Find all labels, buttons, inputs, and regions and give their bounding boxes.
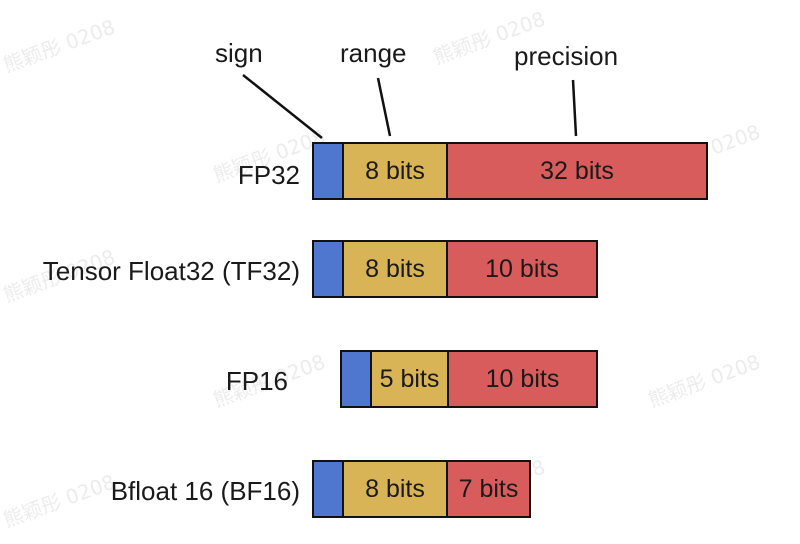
range-segment: 8 bits	[342, 144, 446, 198]
range-segment: 8 bits	[342, 242, 446, 296]
sign-header: sign	[215, 38, 263, 68]
precision-segment: 7 bits	[446, 462, 529, 516]
range-segment: 5 bits	[370, 352, 447, 406]
bit-layout-bar-fp16: 5 bits 10 bits	[340, 350, 598, 408]
format-label-fp16: FP16	[225, 366, 288, 396]
precision-segment: 10 bits	[447, 352, 596, 406]
range-header: range	[340, 38, 407, 68]
sign-segment	[342, 352, 370, 406]
sign-pointer-line	[242, 74, 323, 139]
format-label-fp32: FP32	[237, 160, 300, 190]
precision-pointer-line	[571, 79, 578, 137]
sign-segment	[314, 144, 342, 198]
range-pointer-line	[376, 77, 392, 137]
range-segment: 8 bits	[342, 462, 446, 516]
format-label-tf32: Tensor Float32 (TF32)	[42, 256, 300, 286]
bit-layout-bar-tf32: 8 bits 10 bits	[312, 240, 598, 298]
precision-header: precision	[514, 41, 619, 71]
precision-segment: 10 bits	[446, 242, 596, 296]
format-label-bf16: Bfloat 16 (BF16)	[110, 476, 300, 506]
sign-segment	[314, 242, 342, 296]
bit-layout-bar-bf16: 8 bits 7 bits	[312, 460, 531, 518]
bit-layout-bar-fp32: 8 bits 32 bits	[312, 142, 708, 200]
sign-segment	[314, 462, 342, 516]
precision-segment: 32 bits	[446, 144, 706, 198]
